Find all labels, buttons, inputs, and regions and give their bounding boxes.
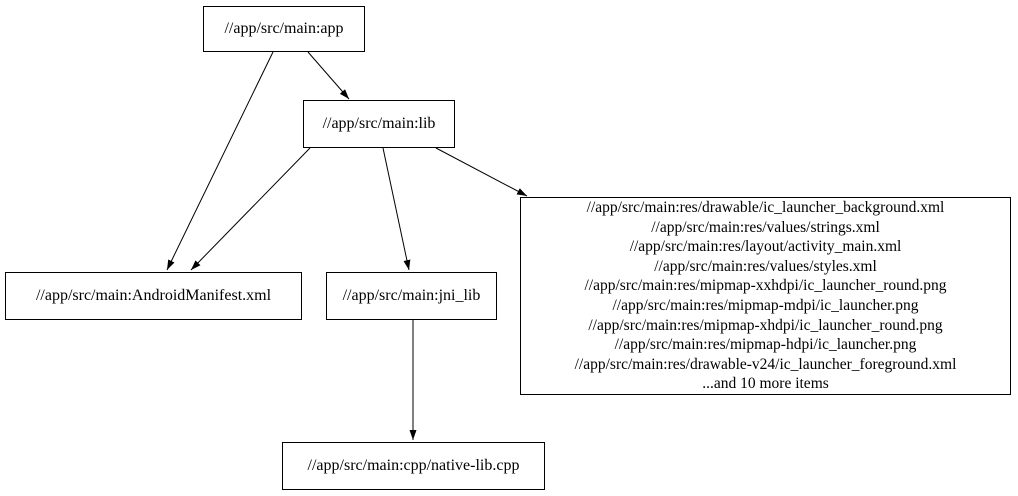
graph-node-native-lib: //app/src/main:cpp/native-lib.cpp [282,442,545,490]
resource-more-items: ...and 10 more items [702,375,829,393]
graph-node-android-manifest-label: //app/src/main:AndroidManifest.xml [35,287,272,304]
edge-lib-to-manifest [190,147,311,271]
resource-item: //app/src/main:res/layout/activity_main.… [629,238,902,256]
edge-app-to-lib [307,51,350,100]
resource-item: //app/src/main:res/drawable/ic_launcher_… [586,199,945,217]
graph-node-lib: //app/src/main:lib [303,100,455,148]
graph-node-lib-label: //app/src/main:lib [322,115,436,132]
graph-node-app-label: //app/src/main:app [224,20,344,37]
graph-node-app: //app/src/main:app [203,6,365,52]
graph-node-resources-group: //app/src/main:res/drawable/ic_launcher_… [520,197,1011,395]
resource-item: //app/src/main:res/mipmap-xxhdpi/ic_laun… [584,277,947,295]
graph-node-native-lib-label: //app/src/main:cpp/native-lib.cpp [307,457,520,474]
edge-lib-to-jni-lib [382,147,411,271]
edge-app-to-manifest [166,51,274,271]
graph-node-android-manifest: //app/src/main:AndroidManifest.xml [5,272,302,320]
edge-lib-to-resources [435,147,528,197]
resource-item: //app/src/main:res/mipmap-xhdpi/ic_launc… [588,316,943,334]
resource-item: //app/src/main:res/values/strings.xml [651,218,880,236]
resource-item: //app/src/main:res/mipmap-hdpi/ic_launch… [614,336,917,354]
resource-item: //app/src/main:res/drawable-v24/ic_launc… [574,355,957,373]
resource-item: //app/src/main:res/mipmap-mdpi/ic_launch… [612,297,919,314]
graph-node-jni-lib: //app/src/main:jni_lib [326,272,497,320]
graph-node-jni-lib-label: //app/src/main:jni_lib [342,287,481,304]
resource-item: //app/src/main:res/values/styles.xml [654,257,877,275]
